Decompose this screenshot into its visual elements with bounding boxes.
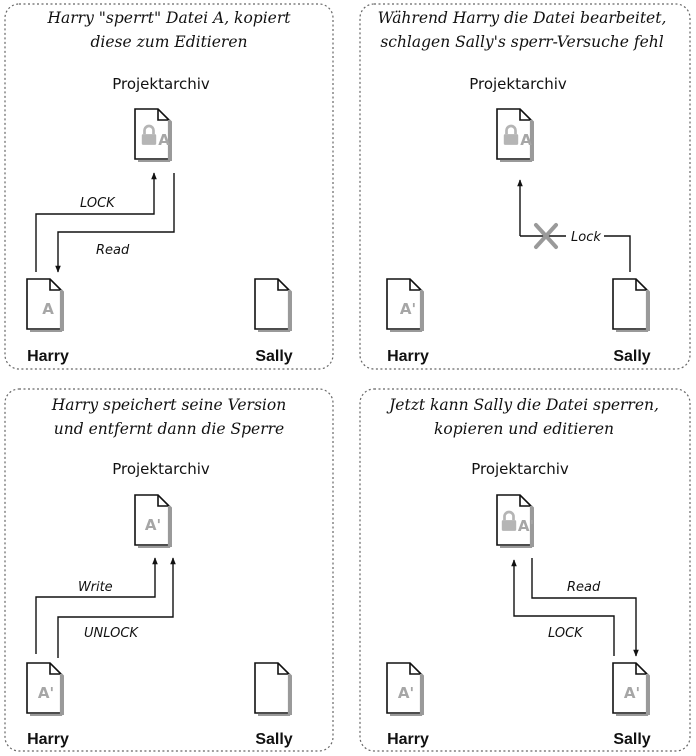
panel-3-harry-doc-label: A' [38,684,54,702]
panel-1-repository-label: Projektarchiv [112,75,210,93]
panel-1-person-sally: Sally [255,348,292,365]
panel-3-flow-unlock: UNLOCK [84,626,139,641]
panel-4-read-arrow [531,558,639,657]
panel-2-caption-line-1: Während Harry die Datei bearbeitet, [378,9,667,27]
panel-4-caption-line-2: kopieren und editieren [434,420,614,438]
panel-1-read-arrow [55,173,175,273]
panel-1-person-harry: Harry [27,348,69,365]
panel-3-person-harry: Harry [27,731,69,748]
panel-4-caption-line-1: Jetzt kann Sally die Datei sperren, [386,396,659,414]
panel-1-lock-arrow [35,172,157,272]
panel-2-person-harry: Harry [387,348,429,365]
panel-2-harry-document: A' [385,277,424,332]
panel-1: Harry "sperrt" Datei A, kopiert diese zu… [4,3,334,370]
panel-1-frame [4,3,334,370]
panel-1-caption-line-2: diese zum Editieren [91,33,248,51]
panel-2-lock-line-right [604,235,631,272]
panel-4-flow-lock: LOCK [548,626,584,641]
panel-2-harry-doc-label: A' [400,300,416,318]
panel-4-frame [359,388,691,752]
panel-4-repository-doc-label: A' [518,517,534,535]
panel-4-lock-arrow [511,559,615,656]
panel-2-person-sally: Sally [613,348,650,365]
panel-1-flow-read: Read [96,243,130,258]
panel-3-sally-document [253,661,292,716]
panel-3-repository-doc-label: A' [145,516,161,534]
panel-2-repository-label: Projektarchiv [469,75,567,93]
panel-4-flow-read: Read [567,580,601,595]
document-icon [611,277,650,332]
panel-1-sally-document [253,277,292,332]
panel-3-repository-label: Projektarchiv [112,460,210,478]
panel-4-repository-document: A' [495,493,534,548]
panel-1-harry-document: A [25,277,64,332]
panel-4-harry-document: A' [385,661,424,716]
panel-2-repository-doc-label: A [520,131,532,149]
panel-3: Harry speichert seine Version und entfer… [4,388,334,752]
panel-3-caption-line-1: Harry speichert seine Version [51,396,286,414]
panel-3-write-arrow [35,557,158,654]
panel-1-flow-lock: LOCK [80,196,116,211]
panel-3-repository-document: A' [133,493,172,548]
panel-3-unlock-arrow [57,557,176,658]
panel-4-sally-document: A' [611,661,650,716]
panel-4-sally-doc-label: A' [624,684,640,702]
x-mark-icon [534,223,558,249]
panel-2-repository-document: A [495,107,534,162]
panel-1-caption-line-1: Harry "sperrt" Datei A, kopiert [47,9,292,27]
panel-2: Während Harry die Datei bearbeitet, schl… [359,3,691,370]
panel-1-repository-document: A [133,107,172,162]
panel-2-frame [359,3,691,370]
panel-3-frame [4,388,334,752]
panel-1-repository-doc-label: A [158,131,170,149]
panel-4-harry-doc-label: A' [398,684,414,702]
panel-4-repository-label: Projektarchiv [471,460,569,478]
panel-4: Jetzt kann Sally die Datei sperren, kopi… [359,388,691,752]
panel-3-person-sally: Sally [255,731,292,748]
panel-3-caption-line-2: und entfernt dann die Sperre [54,420,284,438]
panel-4-person-harry: Harry [387,731,429,748]
panel-2-caption-line-2: schlagen Sally's sperr-Versuche fehl [380,33,663,51]
document-icon [253,277,292,332]
panel-3-harry-document: A' [25,661,64,716]
panel-1-harry-doc-label: A [42,300,54,318]
panel-4-person-sally: Sally [613,731,650,748]
panel-2-flow-lock: Lock [571,230,601,245]
panel-2-sally-document [611,277,650,332]
document-icon [253,661,292,716]
panel-3-flow-write: Write [78,580,113,595]
